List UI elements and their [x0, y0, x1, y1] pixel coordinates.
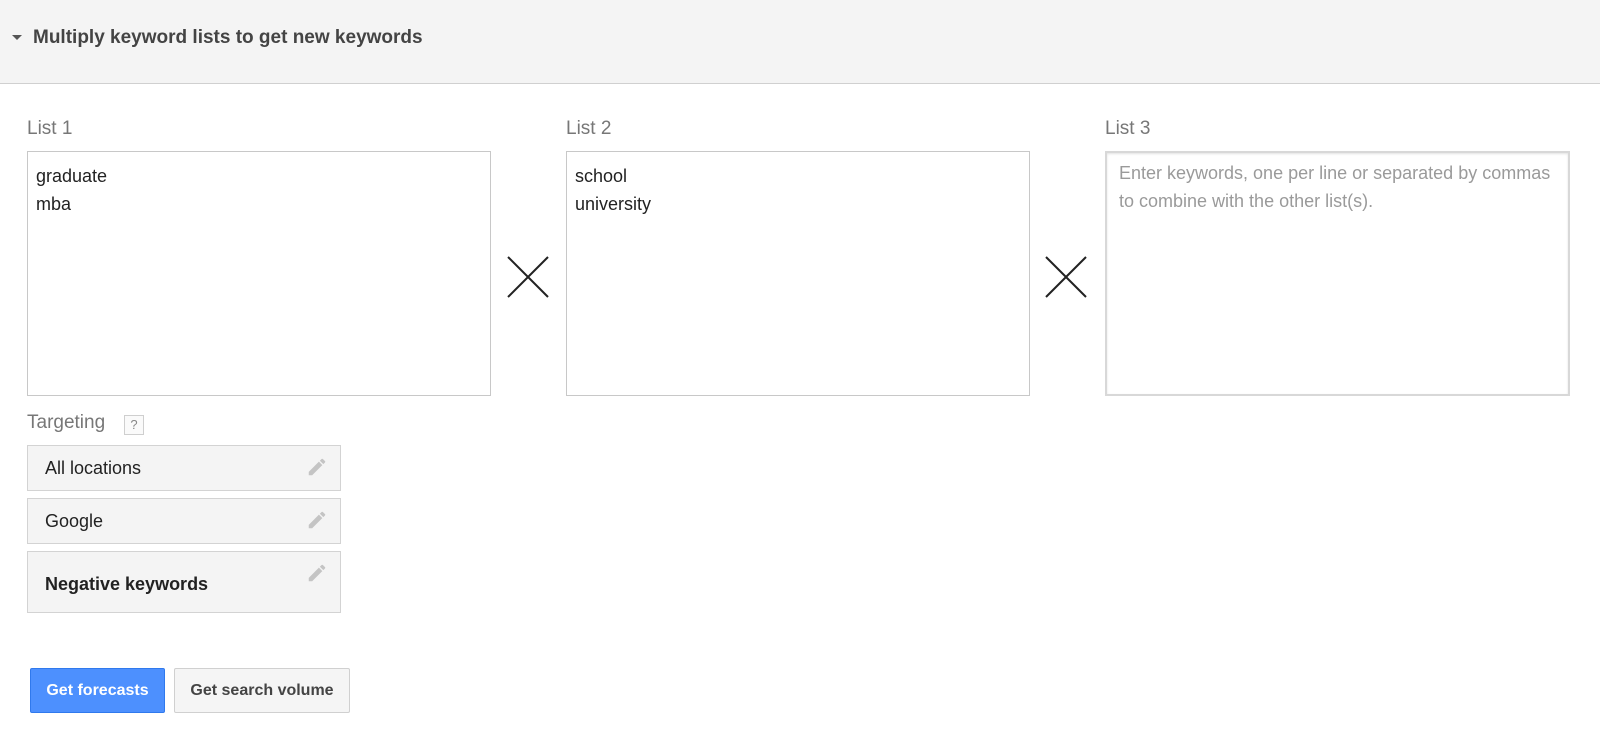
multiply-icon — [1045, 256, 1087, 298]
help-icon[interactable]: ? — [124, 415, 144, 435]
pencil-icon[interactable] — [306, 509, 328, 531]
targeting-negative-keywords[interactable]: Negative keywords — [27, 551, 341, 613]
pencil-icon[interactable] — [306, 562, 328, 584]
list-3-textarea[interactable]: Enter keywords, one per line or separate… — [1105, 151, 1570, 396]
pencil-icon[interactable] — [306, 456, 328, 478]
list-3-label: List 3 — [1105, 118, 1151, 139]
targeting-label: Targeting — [27, 412, 106, 433]
multiply-icon — [507, 256, 549, 298]
list-2-keyword: school — [575, 166, 628, 186]
section-header[interactable]: Multiply keyword lists to get new keywor… — [0, 0, 1600, 84]
section-title: Multiply keyword lists to get new keywor… — [33, 27, 423, 48]
list-2-textarea[interactable]: school university — [566, 151, 1030, 396]
targeting-network[interactable]: Google — [27, 498, 341, 544]
get-forecasts-button[interactable]: Get forecasts — [30, 668, 165, 713]
targeting-network-label: Google — [45, 511, 104, 531]
caret-down-icon[interactable] — [12, 35, 22, 40]
list-2-keyword: university — [575, 194, 652, 214]
targeting-locations-label: All locations — [45, 458, 142, 478]
list-1-keyword: graduate — [36, 166, 108, 186]
list-1-keyword: mba — [36, 194, 72, 214]
list-2-label: List 2 — [566, 118, 612, 139]
get-search-volume-button[interactable]: Get search volume — [174, 668, 350, 713]
targeting-negative-keywords-label: Negative keywords — [45, 574, 209, 594]
targeting-locations[interactable]: All locations — [27, 445, 341, 491]
list-3-placeholder: Enter keywords, one per line or separate… — [1119, 163, 1551, 211]
list-1-textarea[interactable]: graduate mba — [27, 151, 491, 396]
list-1-label: List 1 — [27, 118, 73, 139]
